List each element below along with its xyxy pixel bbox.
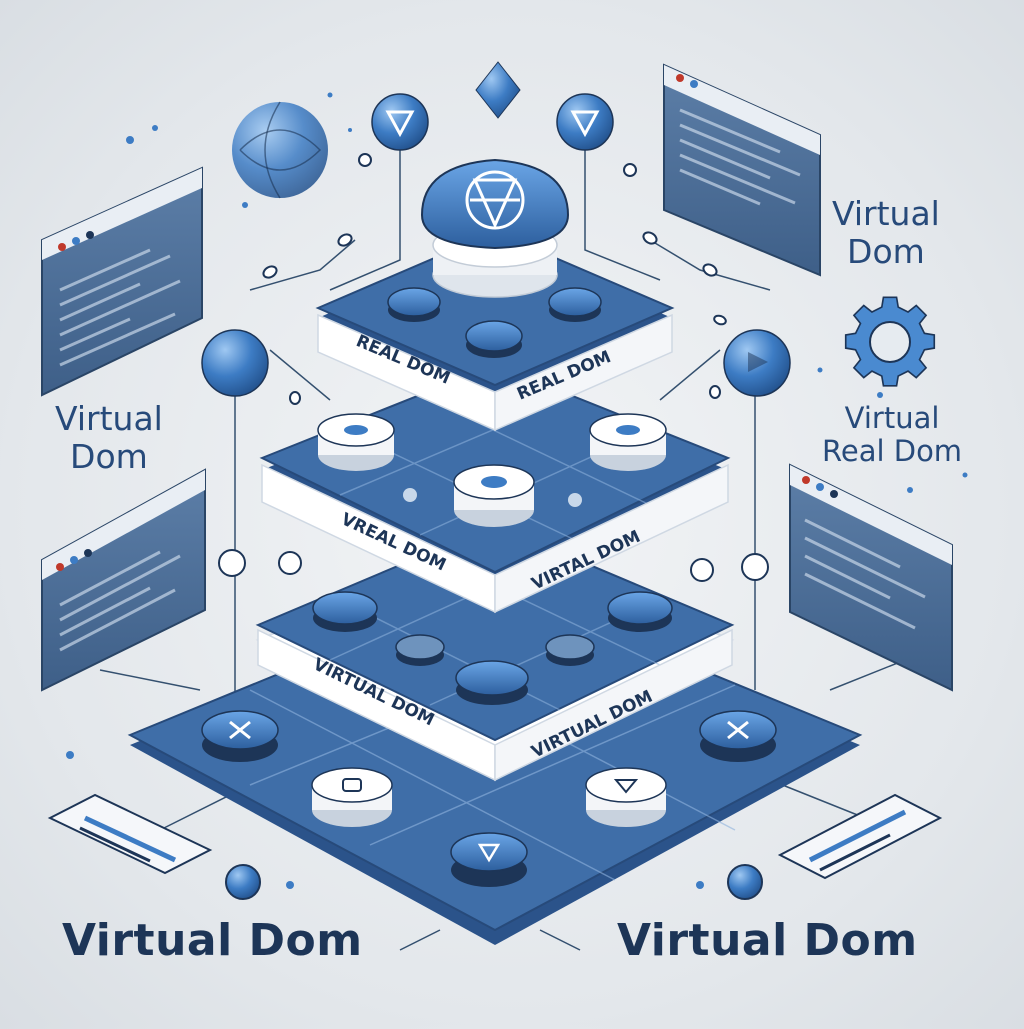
- node-puck: [466, 321, 522, 358]
- node-puck: [549, 288, 601, 322]
- node-puck: [456, 661, 528, 705]
- node-puck: [586, 768, 666, 827]
- label-left-mid-line1: Virtual: [55, 400, 163, 438]
- label-right-mid-line2: Real Dom: [822, 435, 962, 468]
- label-left-mid-line2: Dom: [55, 438, 163, 476]
- node-puck: [454, 465, 534, 527]
- label-bottom-left: Virtual Dom: [62, 915, 363, 966]
- orb-right: [724, 330, 790, 396]
- node-puck: [318, 414, 394, 471]
- screen-panel-mid-right: [790, 465, 952, 690]
- card-bottom-right: [780, 795, 940, 878]
- node-puck: [700, 711, 776, 762]
- label-right-mid: Virtual Real Dom: [822, 402, 962, 469]
- node-puck: [590, 414, 666, 471]
- triangle-node-right: [557, 94, 613, 150]
- globe-icon: [232, 102, 328, 198]
- label-right-mid-line1: Virtual: [822, 402, 962, 435]
- screen-panel-top-right: [664, 65, 820, 275]
- label-right-top-line1: Virtual: [832, 195, 940, 233]
- screen-panel-mid-left: [42, 470, 205, 690]
- node-puck: [608, 592, 672, 632]
- orb-left: [202, 330, 268, 396]
- screen-panel-top-left: [42, 168, 202, 395]
- diamond-icon: [476, 62, 520, 118]
- node-puck: [451, 833, 527, 887]
- gear-icon: [846, 297, 935, 386]
- card-bottom-left: [50, 795, 210, 873]
- label-left-mid: Virtual Dom: [55, 400, 163, 476]
- node-puck: [388, 288, 440, 322]
- label-right-top: Virtual Dom: [832, 195, 940, 271]
- triangle-node-left: [372, 94, 428, 150]
- label-bottom-right: Virtual Dom: [617, 915, 918, 966]
- node-puck: [546, 635, 594, 666]
- hub-node: [422, 160, 568, 297]
- node-puck: [312, 768, 392, 827]
- node-puck: [313, 592, 377, 632]
- label-right-top-line2: Dom: [832, 233, 940, 271]
- node-puck: [396, 635, 444, 666]
- node-puck: [202, 711, 278, 762]
